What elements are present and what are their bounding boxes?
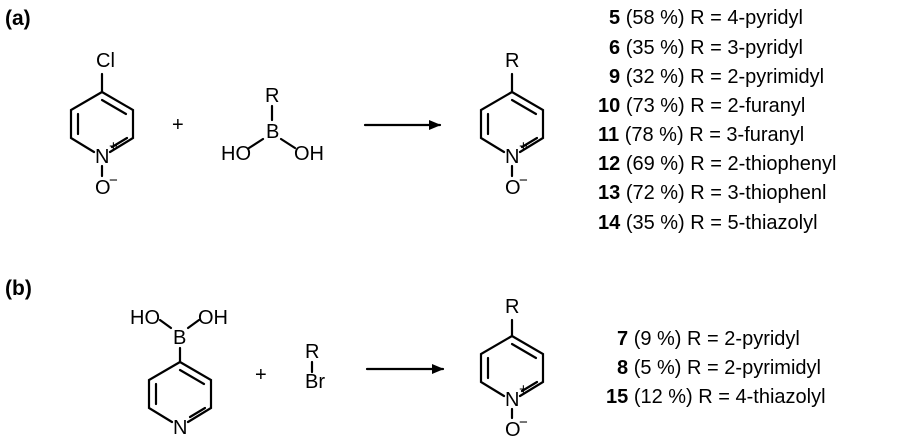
result-item: 5 (58 %) R = 4-pyridyl bbox=[609, 7, 803, 29]
product-r-label: R bbox=[505, 50, 519, 72]
product-positive-charge: + bbox=[519, 138, 528, 155]
b-ho-bond bbox=[247, 137, 265, 150]
ho-b-bond bbox=[158, 318, 173, 330]
positive-charge: + bbox=[109, 138, 118, 155]
pyridine-double-bond-right bbox=[178, 368, 206, 386]
result-item: 7 (9 %) R = 2-pyridyl bbox=[617, 328, 800, 350]
hydroxyl-right-label: OH bbox=[198, 307, 228, 329]
chloro-substituent-label: Cl bbox=[96, 50, 115, 72]
hydroxyl-right-label: OH bbox=[294, 143, 324, 165]
chloropyridine-n-oxide: Cl N + O − bbox=[69, 50, 135, 199]
ring-double-bond-right bbox=[100, 98, 128, 116]
hydroxyl-left-label: HO bbox=[221, 143, 251, 165]
product-oxygen-label: O bbox=[505, 419, 521, 441]
product-double-bond-right bbox=[510, 98, 538, 116]
oxide-oxygen-label: O bbox=[95, 177, 111, 199]
pyridine-ring-right-bonds bbox=[178, 360, 213, 424]
product-nitrogen-label: N bbox=[505, 146, 519, 168]
results-list-b: 7 (9 %) R = 2-pyridyl 8 (5 %) R = 2-pyri… bbox=[606, 328, 826, 408]
product-nitrogen-label: N bbox=[505, 389, 519, 411]
result-item: 6 (35 %) R = 3-pyridyl bbox=[609, 37, 803, 59]
product-ring-right-bonds bbox=[510, 334, 545, 398]
ring-double-bond-n bbox=[110, 136, 129, 149]
organobromide: R Br bbox=[305, 341, 325, 393]
plus-sign-b: + bbox=[255, 364, 267, 386]
pyridine-boronic-acid: HO B OH N bbox=[130, 307, 228, 439]
ring-nitrogen-label: N bbox=[95, 146, 109, 168]
panel-a-label: (a) bbox=[5, 7, 31, 30]
result-item: 12 (69 %) R = 2-thiophenyl bbox=[598, 153, 836, 175]
product-pyridine-n-oxide-b: R N + O − bbox=[479, 296, 545, 441]
product-double-bond-n bbox=[520, 136, 539, 149]
pyridine-nitrogen-label: N bbox=[173, 417, 187, 439]
product-oxygen-label: O bbox=[505, 177, 521, 199]
result-item: 9 (32 %) R = 2-pyrimidyl bbox=[609, 66, 824, 88]
panel-b: (b) HO B OH N + R Br R bbox=[5, 277, 826, 441]
result-item: 11 (78 %) R = 3-furanyl bbox=[598, 124, 804, 146]
result-item: 10 (73 %) R = 2-furanyl bbox=[598, 95, 805, 117]
ring-right-bonds bbox=[100, 90, 135, 154]
pyridine-double-bond-n bbox=[188, 406, 207, 419]
boron-label: B bbox=[173, 327, 186, 349]
boronic-acid: R B HO OH bbox=[221, 85, 324, 165]
boron-label: B bbox=[266, 121, 279, 143]
panel-b-label: (b) bbox=[5, 277, 32, 300]
product-ring-right-bonds bbox=[510, 90, 545, 154]
negative-charge: − bbox=[109, 172, 118, 189]
result-item: 13 (72 %) R = 3-thiophenl bbox=[598, 182, 826, 204]
product-double-bond-n bbox=[520, 380, 539, 393]
product-ring-left-bonds bbox=[479, 90, 514, 154]
boronic-r-group-label: R bbox=[265, 85, 279, 107]
hydroxyl-left-label: HO bbox=[130, 307, 160, 329]
product-r-label: R bbox=[505, 296, 519, 318]
b-oh-bond bbox=[186, 318, 201, 330]
result-item: 15 (12 %) R = 4-thiazolyl bbox=[606, 386, 826, 408]
ring-left-bonds bbox=[69, 90, 104, 154]
panel-a: (a) Cl N + O − + R B HO OH bbox=[5, 7, 836, 234]
b-oh-bond bbox=[279, 137, 297, 150]
results-list-a: 5 (58 %) R = 4-pyridyl 6 (35 %) R = 3-py… bbox=[598, 7, 836, 234]
product-negative-charge: − bbox=[519, 172, 528, 189]
bromine-label: Br bbox=[305, 371, 325, 393]
product-double-bond-right bbox=[510, 342, 538, 360]
result-item: 14 (35 %) R = 5-thiazolyl bbox=[598, 212, 818, 234]
product-pyridine-n-oxide-a: R N + O − bbox=[479, 50, 545, 199]
result-item: 8 (5 %) R = 2-pyrimidyl bbox=[617, 357, 821, 379]
pyridine-ring-left-bonds bbox=[147, 360, 182, 424]
product-ring-left-bonds bbox=[479, 334, 514, 398]
product-positive-charge: + bbox=[519, 381, 528, 398]
product-negative-charge: − bbox=[519, 414, 528, 431]
bromide-r-group-label: R bbox=[305, 341, 319, 363]
plus-sign-a: + bbox=[172, 114, 184, 136]
